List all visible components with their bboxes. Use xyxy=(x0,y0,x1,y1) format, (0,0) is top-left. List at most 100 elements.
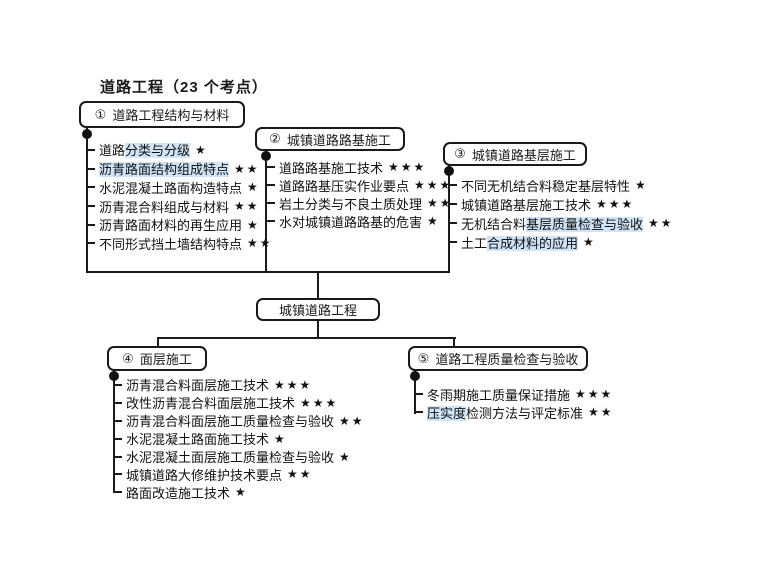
anchor-dot-group4 xyxy=(109,371,119,381)
star-rating: ★ xyxy=(247,180,260,195)
topic-label: 水泥混凝土路面构造特点 xyxy=(99,180,243,196)
highlighted-text: 分类与分级 xyxy=(125,143,191,159)
branch-tick-icon xyxy=(266,166,275,168)
trunk-line-group5 xyxy=(414,370,416,414)
topic-label: 不同无机结合料稳定基层特性 xyxy=(461,178,631,194)
connector-root-top xyxy=(317,271,319,300)
branch-tick-icon xyxy=(86,205,95,207)
node-number: ③ xyxy=(454,146,466,161)
anchor-dot-group1 xyxy=(82,129,92,139)
star-rating: ★ xyxy=(583,235,596,249)
branch-tick-icon xyxy=(448,222,457,224)
topic-label: 不同形式挡土墙结构特点 xyxy=(99,236,243,252)
star-rating: ★ xyxy=(635,178,648,192)
topic-list-group1: 道路分类与分级★沥青路面结构组成特点★★水泥混凝土路面构造特点★沥青混合料组成与… xyxy=(86,141,273,253)
topic-label: 道路分类与分级 xyxy=(99,143,191,159)
topic-item: 沥青路面材料的再生应用 ★ xyxy=(86,215,273,234)
topic-item: 城镇道路大修维护技术要点 ★★ xyxy=(113,465,365,483)
trunk-line-group3 xyxy=(448,165,450,273)
node-box-root: 城镇道路工程 xyxy=(256,298,380,321)
topic-item: 不同形式挡土墙结构特点★★ xyxy=(86,234,273,253)
node-title: 城镇道路工程 xyxy=(278,303,357,318)
topic-label: 水泥混凝土路面施工技术 xyxy=(126,432,270,448)
branch-tick-icon xyxy=(113,401,122,404)
topic-label: 冬雨期施工质量保证措施 xyxy=(427,387,571,403)
branch-tick-icon xyxy=(448,203,457,205)
topic-label: 沥青路面材料的再生应用 xyxy=(99,218,243,234)
connector-root-bottom xyxy=(317,319,319,339)
topic-item: 沥青混合料面层施工技术 ★★★ xyxy=(113,376,365,394)
branch-tick-icon xyxy=(266,202,275,204)
branch-tick-icon xyxy=(86,242,95,245)
connector-top-horizontal xyxy=(86,271,450,273)
node-box-base-course-construction: ③ 城镇道路基层施工 xyxy=(443,142,587,166)
topic-label: 城镇道路大修维护技术要点 xyxy=(126,467,283,483)
star-rating: ★★★ xyxy=(575,387,614,401)
anchor-dot-group2 xyxy=(261,151,271,161)
topic-item: 路面改造施工技术 ★ xyxy=(113,483,365,501)
topic-label: 土工合成材料的应用 xyxy=(461,235,579,251)
node-title: 道路工程质量检查与验收 xyxy=(435,352,579,367)
branch-tick-icon xyxy=(113,455,122,458)
connector-bottom-horizontal xyxy=(157,337,456,339)
node-box-structure-materials: ① 道路工程结构与材料 xyxy=(79,101,245,128)
topic-label: 改性沥青混合料面层施工技术 xyxy=(126,396,296,412)
node-title: 城镇道路路基施工 xyxy=(286,132,391,148)
branch-tick-icon xyxy=(448,184,457,186)
topic-list-group2: 道路路基施工技术★★★道路路基压实作业要点★★★岩土分类与不良土质处理★★水对城… xyxy=(266,158,453,230)
branch-tick-icon xyxy=(86,167,95,170)
star-rating: ★★ xyxy=(234,199,260,213)
page-title: 道路工程（23 个考点） xyxy=(100,79,268,96)
star-rating: ★ xyxy=(427,214,440,228)
node-box-subgrade-construction: ② 城镇道路路基施工 xyxy=(255,127,405,151)
star-rating: ★★ xyxy=(287,467,313,482)
topic-item: 不同无机结合料稳定基层特性 ★ xyxy=(448,176,674,195)
topic-label: 水泥混凝土面层施工质量检查与验收 xyxy=(126,450,335,466)
branch-tick-icon xyxy=(113,383,122,386)
topic-list-group5: 冬雨期施工质量保证措施 ★★★ 压实度检测方法与评定标准 ★★ xyxy=(414,385,614,421)
topic-item: 水泥混凝土路面构造特点 ★ xyxy=(86,178,273,197)
node-box-surface-course: ④ 面层施工 xyxy=(107,346,207,371)
trunk-line-group2 xyxy=(265,150,267,273)
topic-item: 无机结合料基层质量检查与验收★★ xyxy=(448,214,674,233)
topic-item: 水泥混凝土路面施工技术★ xyxy=(113,430,365,448)
topic-item: 水泥混凝土面层施工质量检查与验收 ★ xyxy=(113,448,365,466)
branch-tick-icon xyxy=(113,419,122,422)
topic-item: 压实度检测方法与评定标准 ★★ xyxy=(414,403,614,421)
branch-tick-icon xyxy=(113,473,122,476)
drop-line-group5 xyxy=(453,337,455,348)
topic-label: 城镇道路基层施工技术 xyxy=(461,197,592,213)
anchor-dot-group3 xyxy=(444,166,454,176)
drop-line-group4 xyxy=(157,337,159,348)
branch-tick-icon xyxy=(113,437,122,440)
node-title: 面层施工 xyxy=(139,352,192,367)
star-rating: ★ xyxy=(247,217,260,232)
star-rating: ★★★ xyxy=(274,377,313,392)
star-rating: ★★★ xyxy=(596,197,635,211)
topic-item: 沥青路面结构组成特点★★ xyxy=(86,159,273,178)
topic-item: 水对城镇道路路基的危害 ★ xyxy=(266,212,453,230)
topic-label: 压实度检测方法与评定标准 xyxy=(427,405,584,421)
node-title: 道路工程结构与材料 xyxy=(112,108,230,123)
star-rating: ★★★ xyxy=(300,395,339,410)
topic-label: 道路路基压实作业要点 xyxy=(279,178,410,194)
branch-tick-icon xyxy=(266,220,275,222)
node-box-quality-inspection: ⑤ 道路工程质量检查与验收 xyxy=(408,346,588,371)
star-rating: ★ xyxy=(235,485,248,500)
topic-label: 沥青混合料面层施工技术 xyxy=(126,378,270,394)
topic-list-group3: 不同无机结合料稳定基层特性 ★ 城镇道路基层施工技术 ★★★ 无机结合料基层质量检查与验… xyxy=(448,176,674,252)
star-rating: ★★ xyxy=(588,405,614,419)
trunk-line-group4 xyxy=(113,370,115,493)
topic-item: 道路路基施工技术★★★ xyxy=(266,158,453,176)
branch-tick-icon xyxy=(448,241,457,243)
highlighted-text: 沥青路面结构组成特点 xyxy=(99,162,230,178)
topic-item: 沥青混合料组成与材料★★ xyxy=(86,197,273,216)
topic-label: 路面改造施工技术 xyxy=(126,485,231,501)
trunk-line-group1 xyxy=(86,128,88,273)
star-rating: ★ xyxy=(339,449,352,464)
star-rating: ★★ xyxy=(339,413,365,428)
node-number: ④ xyxy=(122,350,134,366)
anchor-dot-group5 xyxy=(410,371,420,381)
topic-label: 水对城镇道路路基的危害 xyxy=(279,214,423,230)
star-rating: ★★★ xyxy=(414,178,453,192)
